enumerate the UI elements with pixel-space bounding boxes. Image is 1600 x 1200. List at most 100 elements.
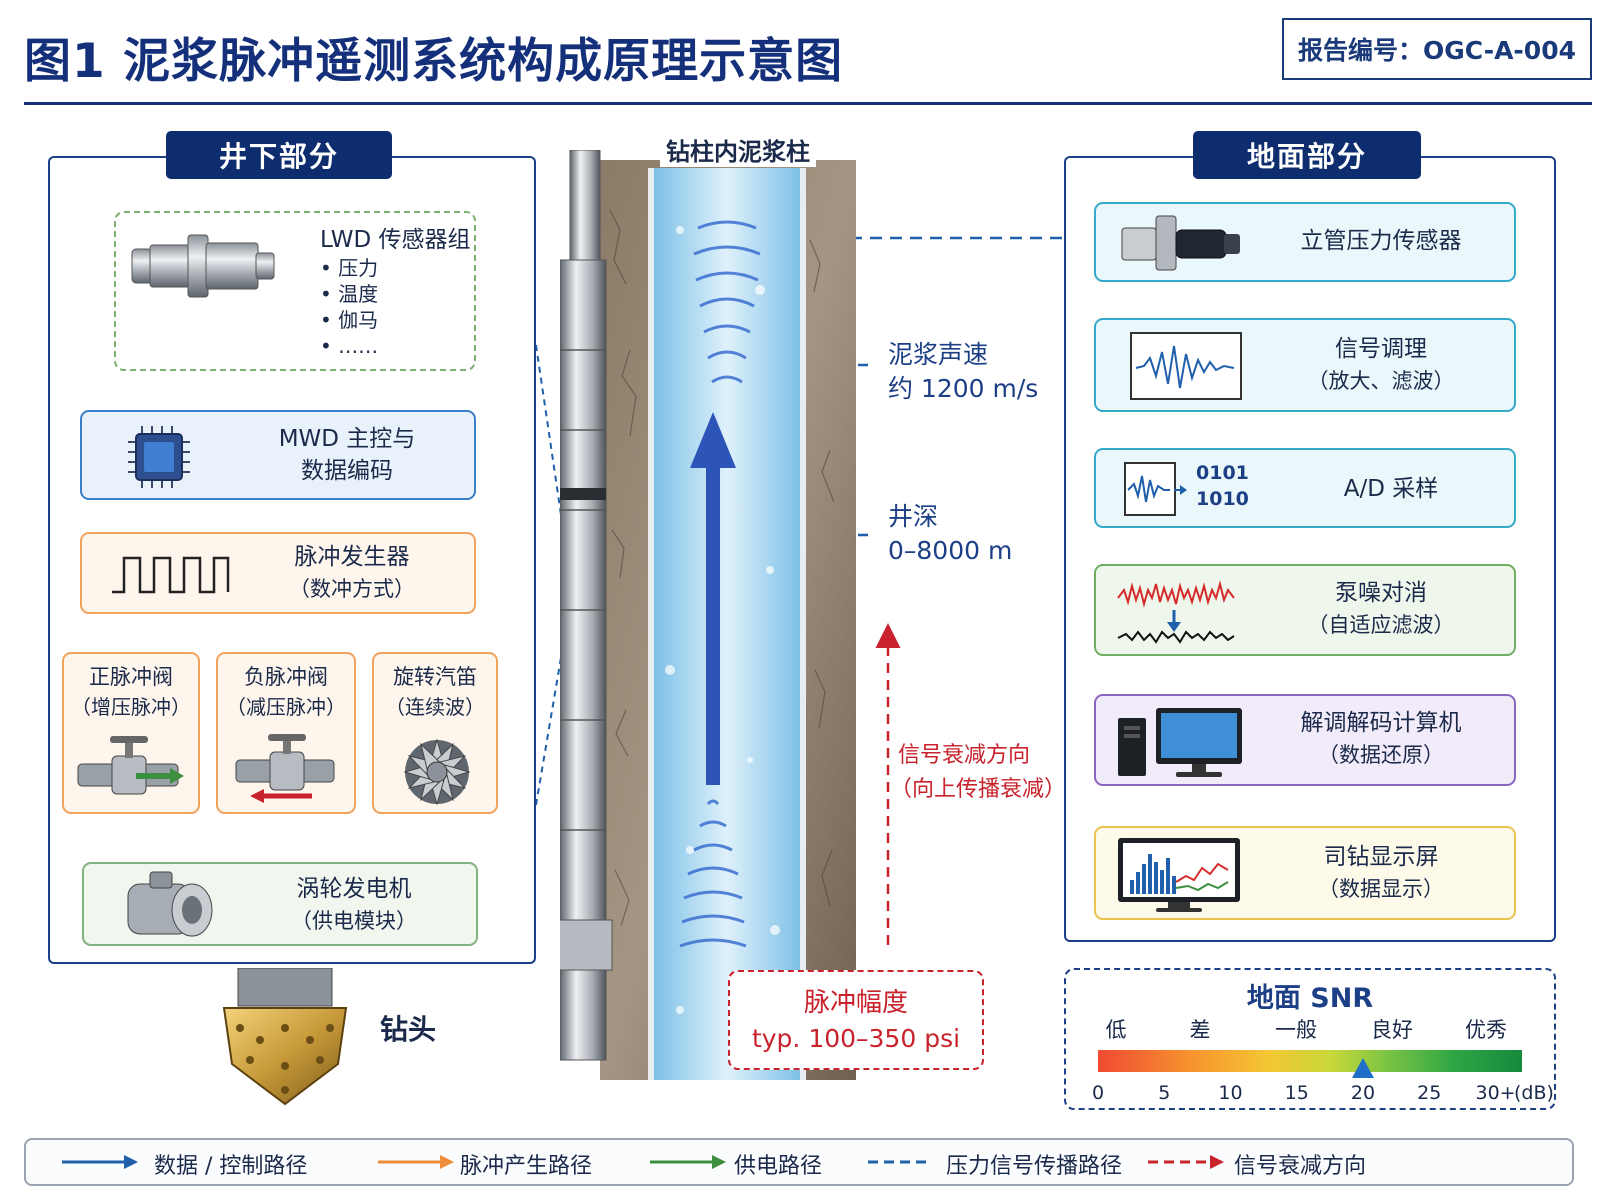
lwd-item-more: • …… (320, 334, 379, 358)
turbine-line1: 涡轮发电机 (296, 876, 412, 902)
mud-column-label: 钻柱内泥浆柱 (660, 132, 816, 167)
pressure-sensor-icon (1121, 215, 1240, 271)
legend-data-path: 数据 / 控制路径 (154, 1154, 308, 1179)
noisy-signal-icon (1130, 332, 1242, 400)
drill-bit-icon (222, 968, 348, 1106)
mwd-line1: MWD 主控与 (278, 426, 416, 452)
legend-pulse-path: 脉冲产生路径 (460, 1154, 593, 1179)
well-depth-line1: 井深 (888, 502, 939, 531)
snr-tick-30plus: 30+ (1475, 1082, 1516, 1104)
ad-bits-line1: 0101 (1196, 462, 1249, 484)
well-depth-line2: 0–8000 m (888, 536, 1013, 565)
legend-power-path: 供电路径 (734, 1154, 823, 1179)
driller-display-line2: （数据显示） (1318, 877, 1444, 901)
standpipe-sensor-box: 立管压力传感器 (1094, 202, 1516, 282)
page-title: 图1 泥浆脉冲遥测系统构成原理示意图 (24, 34, 844, 89)
display-monitor-icon (1118, 838, 1240, 912)
mud-speed-line1: 泥浆声速 (888, 340, 989, 369)
rotary-siren-icon (403, 738, 471, 806)
pulser-box: 脉冲发生器 （数冲方式） (80, 532, 476, 614)
driller-display-line1: 司钻显示屏 (1323, 844, 1439, 870)
legend-dashed-red-arrow-icon (1148, 1155, 1224, 1169)
title-divider (24, 102, 1592, 105)
decoder-line2: （数据还原） (1318, 743, 1444, 767)
amplitude-line2: typ. 100–350 psi (751, 1024, 961, 1053)
ad-sampling-box: 0101 1010 A/D 采样 (1094, 448, 1516, 528)
downhole-title: 井下部分 (166, 131, 392, 179)
mwd-line2: 数据编码 (301, 458, 393, 484)
decoder-computer-box: 解调解码计算机 （数据还原） (1094, 694, 1516, 786)
siren-line1: 旋转汽笛 (393, 665, 477, 689)
snr-tick-0: 0 (1091, 1082, 1105, 1104)
positive-valve-icon (77, 736, 184, 795)
signal-conditioning-line2: （放大、滤波） (1307, 369, 1455, 393)
legend-dashed-blue-icon (868, 1160, 932, 1164)
legend-orange-arrow-icon (378, 1155, 454, 1169)
turbine-generator-icon (127, 871, 213, 937)
chip-icon (128, 426, 190, 488)
snr-tick-20: 20 (1350, 1082, 1376, 1104)
driller-display-box: 司钻显示屏 （数据显示） (1094, 826, 1516, 920)
snr-tick-10: 10 (1218, 1082, 1243, 1104)
negative-valve-line1: 负脉冲阀 (244, 665, 328, 689)
snr-level-low: 低 (1105, 1018, 1127, 1042)
lwd-title: LWD 传感器组 (320, 227, 471, 253)
pulser-line2: （数冲方式） (289, 577, 415, 601)
snr-level-excellent: 优秀 (1465, 1018, 1507, 1042)
pulse-amplitude-box: 脉冲幅度 typ. 100–350 psi (728, 970, 984, 1070)
legend-attenuation: 信号衰减方向 (1234, 1154, 1367, 1179)
surface-title: 地面部分 (1193, 131, 1421, 179)
positive-valve-line1: 正脉冲阀 (89, 665, 173, 689)
standpipe-sensor-label: 立管压力传感器 (1300, 228, 1462, 254)
square-wave-icon (112, 556, 230, 594)
signal-conditioning-line1: 信号调理 (1335, 336, 1427, 362)
negative-valve-icon (235, 734, 335, 803)
drill-bit-label: 钻头 (380, 1013, 437, 1046)
turbine-line2: （供电模块） (291, 909, 417, 933)
legend-pressure-path: 压力信号传播路径 (946, 1154, 1123, 1179)
decoder-line1: 解调解码计算机 (1300, 710, 1462, 736)
lwd-item-gamma: • 伽马 (320, 308, 379, 332)
siren-line2: （连续波） (385, 695, 485, 719)
pump-noise-line1: 泵噪对消 (1335, 580, 1427, 606)
snr-panel: 地面 SNR 低 差 一般 良好 优秀 0 5 10 15 20 25 30+ … (1064, 968, 1556, 1110)
noise-cancel-icon (1117, 580, 1235, 644)
positive-pulse-valve-box: 正脉冲阀 （增压脉冲） (62, 652, 200, 814)
signal-conditioning-box: 信号调理 （放大、滤波） (1094, 318, 1516, 412)
negative-valve-line2: （减压脉冲） (226, 695, 346, 719)
ad-bits-line2: 1010 (1196, 488, 1249, 510)
legend-solid-blue-arrow-icon (62, 1155, 138, 1169)
adc-signal-icon (1124, 462, 1187, 516)
snr-color-scale (1098, 1050, 1522, 1072)
ad-sampling-label: A/D 采样 (1343, 476, 1439, 502)
amplitude-line1: 脉冲幅度 (803, 988, 908, 1018)
snr-tick-5: 5 (1158, 1082, 1171, 1104)
drill-string-column (560, 150, 856, 1080)
snr-unit: (dB) (1514, 1082, 1554, 1104)
turbine-generator-box: 涡轮发电机 （供电模块） (82, 862, 478, 946)
attenuation-line1: 信号衰减方向 (898, 743, 1031, 768)
snr-tick-row: 0 5 10 15 20 25 30+ (1066, 1082, 1554, 1108)
snr-level-good: 良好 (1371, 1018, 1413, 1042)
lwd-sensor-group: LWD 传感器组 • 压力 • 温度 • 伽马 • …… (114, 211, 476, 371)
report-number-badge: 报告编号：OGC-A-004 (1282, 18, 1592, 80)
pump-noise-cancel-box: 泵噪对消 （自适应滤波） (1094, 564, 1516, 656)
attenuation-line2: （向上传播衰减） (890, 777, 1067, 802)
positive-valve-line2: （增压脉冲） (71, 695, 191, 719)
snr-tick-25: 25 (1417, 1082, 1442, 1104)
legend-green-arrow-icon (650, 1155, 726, 1169)
negative-pulse-valve-box: 负脉冲阀 （减压脉冲） (216, 652, 356, 814)
legend-bar: 数据 / 控制路径 脉冲产生路径 供电路径 压力信号传播路径 信号衰减方向 (24, 1138, 1574, 1186)
snr-current-marker (1352, 1058, 1374, 1078)
snr-level-poor: 差 (1189, 1018, 1211, 1042)
mwd-controller-box: MWD 主控与 数据编码 (80, 410, 476, 500)
pump-noise-line2: （自适应滤波） (1307, 613, 1455, 637)
lwd-tool-icon (131, 234, 275, 298)
lwd-item-pressure: • 压力 (320, 256, 379, 280)
pulser-line1: 脉冲发生器 (294, 544, 410, 570)
lwd-item-temperature: • 温度 (320, 282, 379, 306)
mud-speed-line2: 约 1200 m/s (888, 374, 1039, 403)
computer-icon (1118, 708, 1242, 777)
snr-tick-15: 15 (1284, 1082, 1309, 1104)
snr-level-fair: 一般 (1275, 1018, 1317, 1042)
